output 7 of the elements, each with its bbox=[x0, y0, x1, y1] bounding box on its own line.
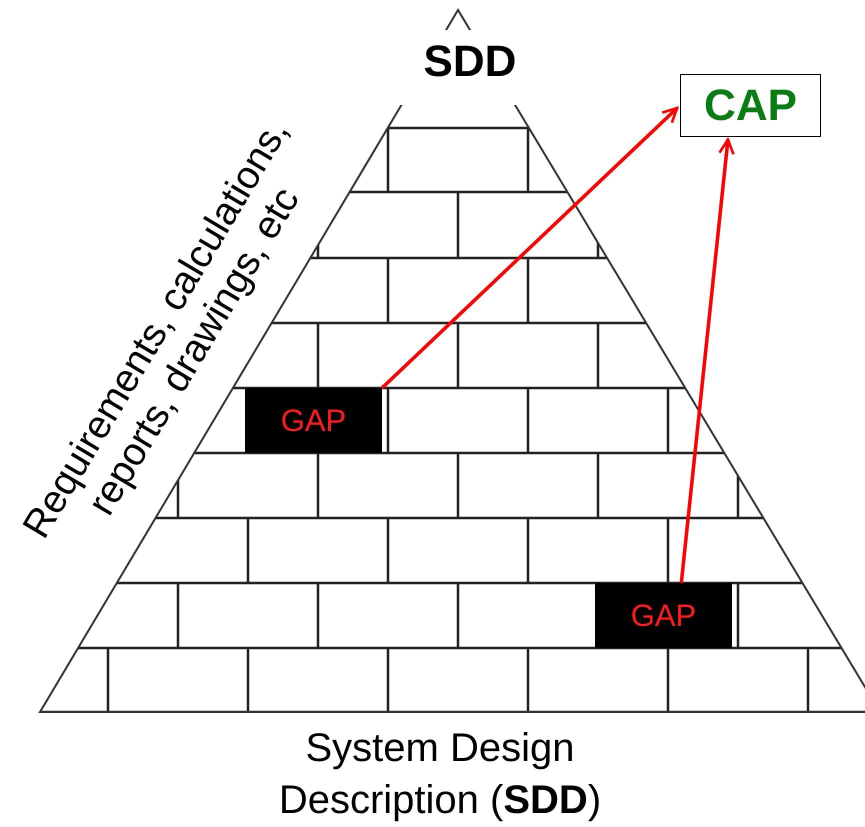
pyramid-top-label: SDD bbox=[422, 40, 518, 84]
gap-brick: GAP bbox=[245, 388, 382, 453]
gap-brick: GAP bbox=[595, 583, 732, 648]
cap-box: CAP bbox=[680, 74, 821, 137]
arrow bbox=[680, 138, 735, 584]
base-caption: System Design Description (SDD) bbox=[278, 725, 602, 824]
arrow bbox=[380, 106, 678, 390]
